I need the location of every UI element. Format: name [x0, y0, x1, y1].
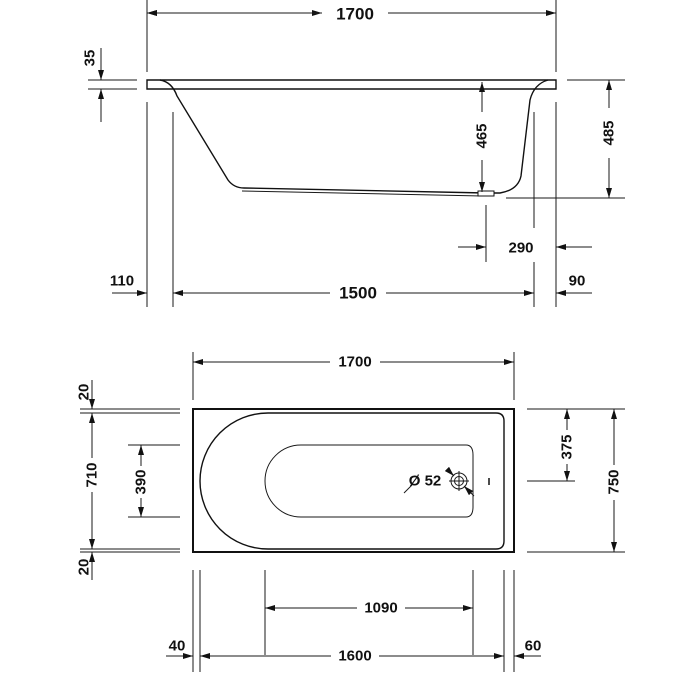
- dim-rim-top: 20: [76, 384, 93, 401]
- dim-inner-width: 710: [84, 462, 101, 487]
- dim-left-rim: 40: [169, 638, 186, 655]
- tub-basin: [264, 444, 474, 518]
- dim-basin-width: 390: [133, 469, 150, 494]
- dim-right-offset: 90: [569, 273, 586, 290]
- dim-inner-depth: 465: [474, 123, 491, 148]
- dim-drain-offset: 290: [508, 240, 533, 257]
- dim-overall-height: 485: [601, 120, 618, 145]
- dim-inner-length: 1600: [338, 648, 371, 665]
- dim-base-length: 1500: [339, 284, 377, 303]
- drain-fitting: [477, 190, 495, 197]
- tub-outline: [192, 408, 515, 553]
- dim-drain-center: 375: [559, 434, 576, 459]
- dim-overall-length: 1700: [336, 5, 374, 24]
- dim-left-offset: 110: [110, 273, 134, 290]
- tub-body-left: [159, 79, 487, 194]
- top-view: 1700 Ø 52 20 710 20 390: [76, 352, 625, 672]
- dim-rim-thickness: 35: [82, 50, 99, 67]
- dim-rim-bottom: 20: [76, 559, 93, 576]
- dim-top-overall-length: 1700: [338, 354, 371, 371]
- dim-right-rim: 60: [525, 638, 542, 655]
- side-view: 1700 35 465 485 290: [82, 0, 625, 307]
- tub-rim: [146, 79, 557, 90]
- dim-overall-width: 750: [606, 469, 623, 494]
- dim-drain-diameter: Ø 52: [409, 473, 442, 490]
- dim-basin-length: 1090: [364, 600, 397, 617]
- tub-body-right: [490, 79, 549, 194]
- tub-inner-rim: [199, 412, 505, 550]
